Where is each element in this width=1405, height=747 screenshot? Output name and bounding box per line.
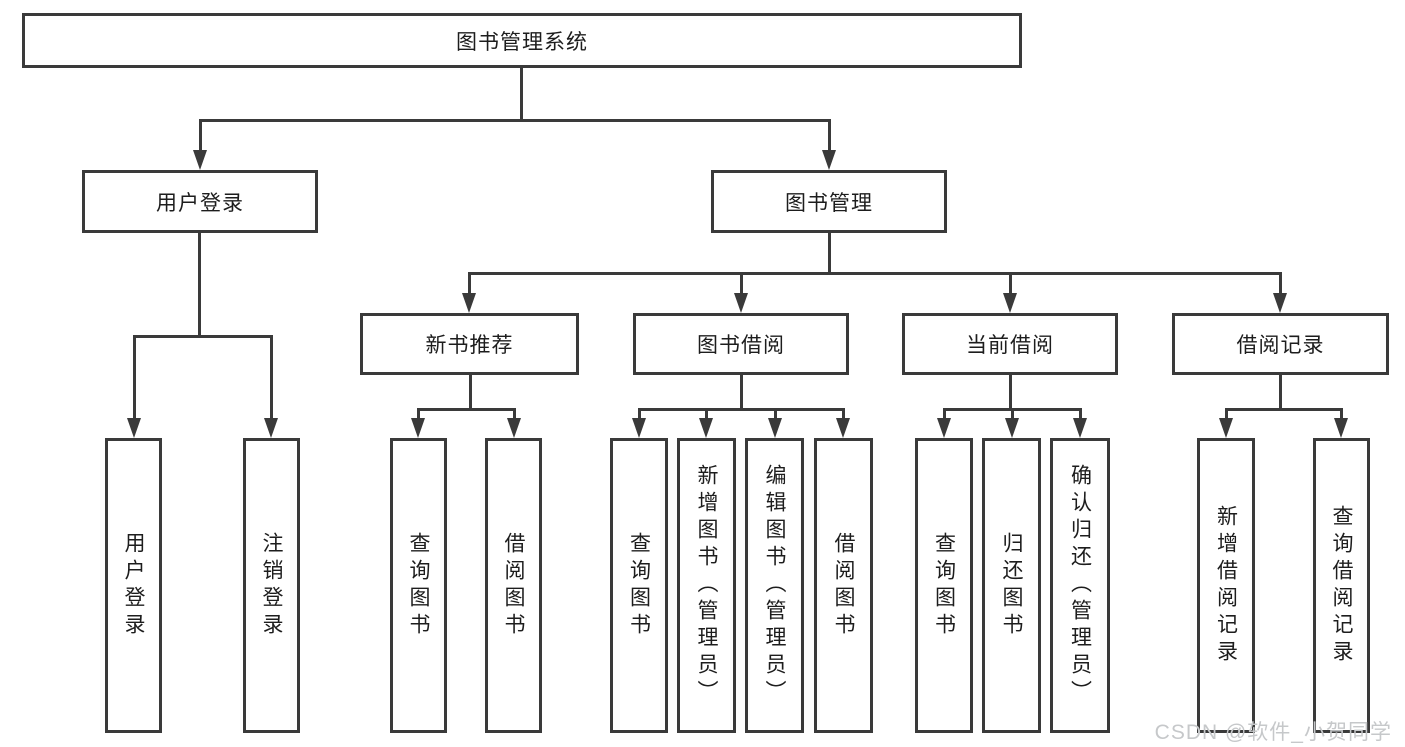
connector-line [828, 119, 831, 152]
node-label: 用户登录 [156, 191, 244, 215]
node-label: 查询借阅记录 [1330, 504, 1354, 667]
node-label: 图书管理 [785, 191, 873, 215]
connector-line [1011, 408, 1014, 420]
arrowhead-down [937, 418, 951, 438]
node-label: 借阅图书 [502, 531, 526, 640]
node-new-book-recommendation: 新书推荐 [360, 313, 579, 375]
node-label: 借阅记录 [1236, 334, 1325, 357]
node-label: 编辑图书（管理员） [763, 464, 787, 707]
arrowhead-down [264, 418, 278, 438]
connector-line [417, 408, 516, 411]
node-label: 图书借阅 [697, 334, 785, 357]
arrowhead-down [127, 418, 141, 438]
connector-line [133, 335, 136, 420]
node-label: 查询图书 [407, 531, 431, 640]
connector-line [520, 68, 523, 119]
node-borrow-books-borrowing: 借阅图书 [814, 438, 873, 733]
node-logout: 注销登录 [243, 438, 300, 733]
arrowhead-down [1334, 418, 1348, 438]
node-confirm-return-admin: 确认归还（管理员） [1050, 438, 1110, 733]
node-label: 确认归还（管理员） [1068, 464, 1092, 707]
arrowhead-down [462, 293, 476, 313]
arrowhead-down [1005, 418, 1019, 438]
node-user-login: 用户登录 [82, 170, 318, 233]
arrowhead-down [1273, 293, 1287, 313]
connector-line [1079, 408, 1082, 420]
connector-line [469, 375, 472, 410]
arrowhead-down [734, 293, 748, 313]
node-add-book-admin: 新增图书（管理员） [677, 438, 736, 733]
arrowhead-down [1003, 293, 1017, 313]
connector-line [1279, 375, 1282, 410]
connector-line [270, 335, 273, 420]
node-label: 归还图书 [1000, 531, 1024, 640]
node-query-books-borrowing: 查询图书 [610, 438, 668, 733]
connector-line [417, 408, 420, 420]
connector-line [1279, 272, 1282, 295]
connector-line [705, 408, 708, 420]
node-label: 图书管理系统 [456, 30, 588, 54]
connector-line [199, 119, 202, 152]
node-query-books-current: 查询图书 [915, 438, 973, 733]
arrowhead-down [699, 418, 713, 438]
node-label: 查询图书 [627, 531, 651, 640]
arrowhead-down [507, 418, 521, 438]
connector-line [468, 272, 1282, 275]
connector-line [740, 272, 743, 295]
arrowhead-down [1073, 418, 1087, 438]
connector-line [943, 408, 946, 420]
node-borrowing-records: 借阅记录 [1172, 313, 1389, 375]
node-library-system: 图书管理系统 [22, 13, 1022, 68]
node-query-books-recommend: 查询图书 [390, 438, 447, 733]
connector-line [1225, 408, 1343, 411]
connector-line [1009, 375, 1012, 410]
node-label: 新书推荐 [425, 334, 514, 357]
node-book-management: 图书管理 [711, 170, 947, 233]
node-query-borrow-record: 查询借阅记录 [1313, 438, 1370, 733]
node-book-borrowing: 图书借阅 [633, 313, 849, 375]
node-label: 注销登录 [260, 531, 284, 640]
csdn-watermark: CSDN @软件_小贺同学 [1154, 721, 1392, 744]
node-label: 新增借阅记录 [1214, 504, 1238, 667]
node-add-borrow-record: 新增借阅记录 [1197, 438, 1255, 733]
connector-line [198, 233, 201, 335]
connector-line [740, 375, 743, 410]
node-edit-book-admin: 编辑图书（管理员） [745, 438, 804, 733]
connector-line [468, 272, 471, 295]
node-borrow-books-recommend: 借阅图书 [485, 438, 542, 733]
arrowhead-down [768, 418, 782, 438]
node-label: 借阅图书 [832, 531, 856, 640]
connector-line [1340, 408, 1343, 420]
connector-line [1225, 408, 1228, 420]
connector-line [1009, 272, 1012, 295]
arrowhead-down [632, 418, 646, 438]
node-label: 新增图书（管理员） [695, 464, 719, 707]
connector-line [774, 408, 777, 420]
node-current-borrowing: 当前借阅 [902, 313, 1118, 375]
connector-line [638, 408, 641, 420]
connector-line [638, 408, 845, 411]
node-user-login-leaf: 用户登录 [105, 438, 162, 733]
arrowhead-down [836, 418, 850, 438]
connector-line [133, 335, 273, 338]
arrowhead-down [193, 150, 207, 170]
arrowhead-down [411, 418, 425, 438]
arrowhead-down [822, 150, 836, 170]
connector-line [199, 119, 831, 122]
node-return-books: 归还图书 [982, 438, 1041, 733]
node-label: 当前借阅 [966, 334, 1054, 357]
arrowhead-down [1219, 418, 1233, 438]
connector-line [513, 408, 516, 420]
node-label: 用户登录 [122, 531, 146, 640]
connector-line [842, 408, 845, 420]
connector-line [828, 233, 831, 274]
node-label: 查询图书 [932, 531, 956, 640]
